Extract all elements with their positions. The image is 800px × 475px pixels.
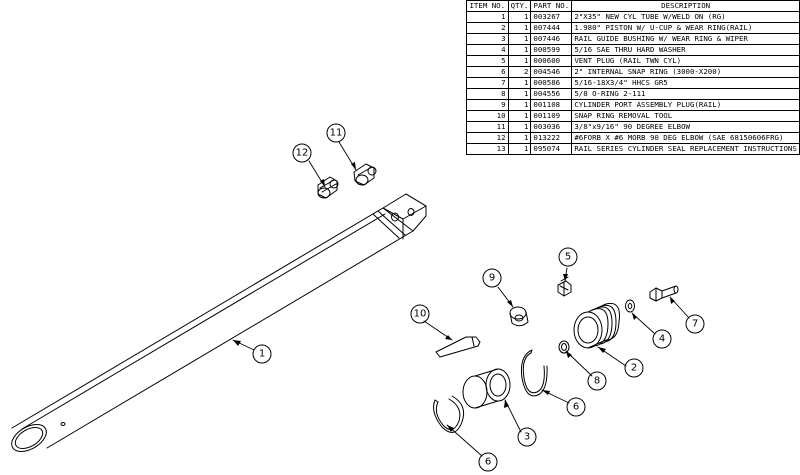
cylinder-port-plug-part <box>509 306 529 327</box>
vent-plug-part <box>557 276 572 297</box>
callout-1: 1 <box>259 349 265 360</box>
callout-balloons <box>252 123 705 472</box>
callout-8: 8 <box>594 376 600 387</box>
guide-bushing-part <box>462 368 511 409</box>
elbow-fitting-11-part <box>353 163 377 186</box>
callout-5: 5 <box>565 252 571 263</box>
callout-6-upper: 6 <box>573 402 579 413</box>
callout-10: 10 <box>414 309 427 320</box>
callout-2: 2 <box>631 363 637 374</box>
callout-11: 11 <box>330 128 343 139</box>
leader-arrowheads <box>233 162 675 432</box>
washer-part <box>625 299 635 313</box>
elbow-fitting-12-part <box>317 176 339 199</box>
snap-ring-removal-tool-part <box>435 336 481 358</box>
callout-9: 9 <box>489 273 495 284</box>
cell-description: RAIL SERIES CYLINDER SEAL REPLACEMENT IN… <box>571 143 800 155</box>
callout-12: 12 <box>296 148 309 159</box>
snap-ring-upper-part <box>521 349 548 397</box>
leader-lines <box>232 141 690 457</box>
callout-4: 4 <box>659 334 665 345</box>
hex-bolt-part <box>649 285 679 302</box>
callout-7: 7 <box>692 319 698 330</box>
bom-header-row: ITEM NO. QTY. PART NO. DESCRIPTION <box>466 0 800 12</box>
callout-labels: 1 2 3 4 5 6 6 7 8 9 10 11 12 <box>259 128 698 468</box>
piston-part <box>573 302 620 349</box>
cylinder-tube-part <box>11 193 427 452</box>
callout-6-lower: 6 <box>485 457 491 468</box>
callout-3: 3 <box>524 432 530 443</box>
o-ring-part <box>558 340 570 354</box>
